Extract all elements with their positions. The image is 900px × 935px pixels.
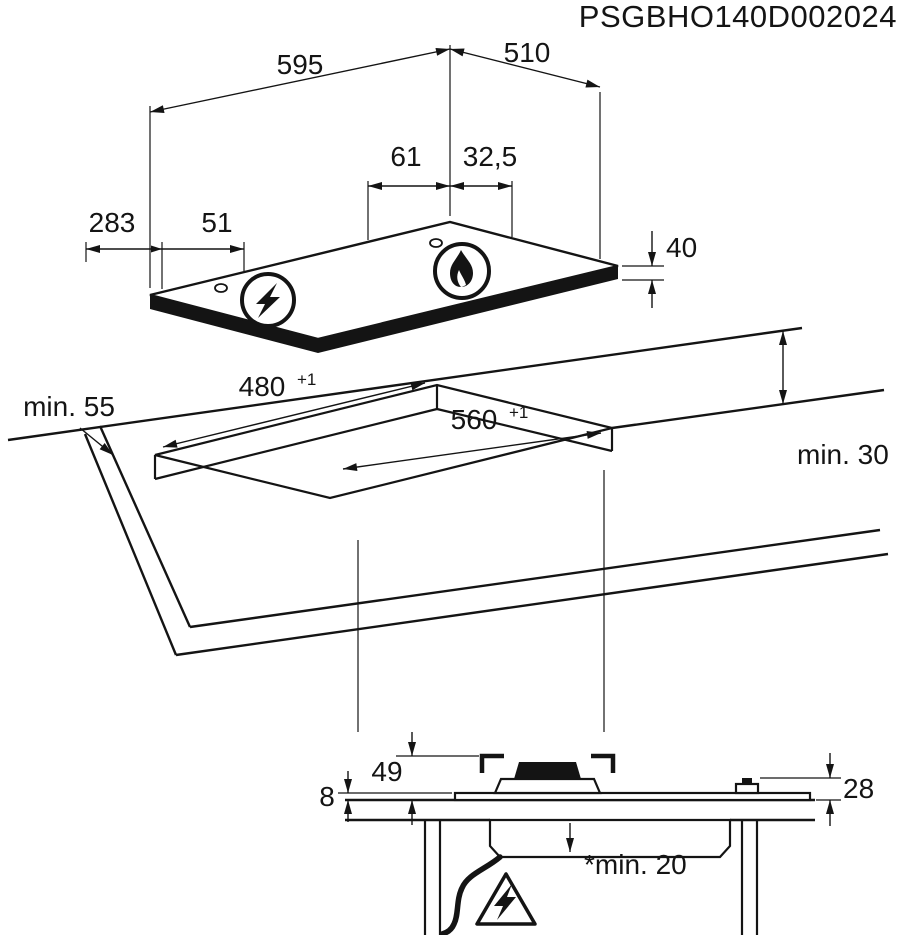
hob-top-view [149,220,619,353]
dim-label-cutout-depth: 480 [239,371,286,402]
pan-support-right [591,753,616,773]
flame-icon-inner [457,270,466,287]
burner-base [493,777,602,795]
burner-section [479,753,616,795]
hob-front-left-face [150,295,318,353]
hob-glass-section [453,791,812,802]
section-view: 49 8 28 *min. 20 [319,732,874,935]
drawing-code: PSGBHO140D002024 [579,0,897,34]
pan-support-left [479,753,504,773]
dim-label-left: 283 [89,207,136,238]
lightning-bolt-icon [256,283,280,318]
dim-label-clearance: *min. 20 [584,849,687,880]
worktop-left-face-edge [83,433,178,656]
dim-label-width: 595 [277,49,324,80]
dim-label-jet: 51 [201,207,232,238]
dim-label-burner-height: 49 [371,756,402,787]
dim-label-cutout-depth-tol: +1 [297,370,316,389]
dimension-line-480 [162,382,426,448]
dim-label-burner-offset: 32,5 [463,141,518,172]
dimension-line-595 [149,47,451,114]
leader-arrow-min55 [79,427,114,456]
hob-front-right-face [318,266,618,353]
dimension-line-560 [342,430,602,472]
worktop-front-edge [189,528,881,629]
power-cable [439,854,503,935]
worktop-left-edge [98,425,192,628]
dim-label-cutout-width-tol: +1 [509,403,528,422]
cutout-rear-reference-line [611,388,885,430]
dim-label-edge-height: 28 [843,773,874,804]
knob-base [734,782,760,795]
dimension-line-510 [449,48,601,88]
dim-label-height: 40 [666,232,697,263]
hob-body-section [488,818,732,859]
flame-icon [450,250,473,287]
gas-burner [433,242,491,300]
knob-cap [742,778,752,784]
dim-label-depth: 510 [504,37,551,68]
dimension-arrow [151,245,162,253]
control-knob-section [734,778,760,795]
ignition-jet-left [214,283,228,293]
electric-zone [240,272,296,328]
dim-label-side-min: min. 55 [23,391,115,422]
burner-cap [514,762,581,779]
dim-label-cutout-width: 560 [451,404,498,435]
worktop-front-face-edge [175,552,889,657]
worktop-view: 480 +1 560 +1 min. 55 min. 30 [7,326,889,732]
hob-dimensions: 595 510 61 32,5 283 51 40 [85,37,697,308]
electrical-hazard-symbol [475,872,537,926]
dim-label-burner-spacing: 61 [390,141,421,172]
ignition-jet-right [429,238,443,248]
dim-label-rear-min: min. 30 [797,439,889,470]
dim-label-glass: 8 [319,781,335,812]
warning-lightning-icon [494,884,516,920]
